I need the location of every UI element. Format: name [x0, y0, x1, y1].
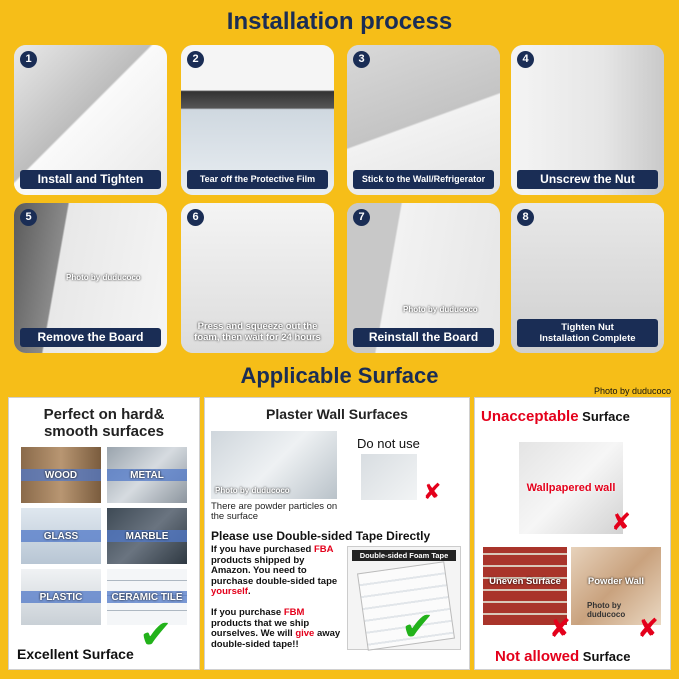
fbm-highlight: FBM: [283, 607, 305, 618]
tile-label: PLASTIC: [39, 591, 83, 603]
uneven-surface-photo: Uneven Surface: [483, 547, 567, 625]
step-caption: Press and squeeze out the foam, then wai…: [194, 321, 321, 343]
step-number: 4: [517, 51, 534, 68]
step-caption: Install and Tighten: [20, 170, 161, 189]
checkmark-icon: ✔: [401, 604, 435, 650]
tile-label: GLASS: [43, 530, 79, 542]
step-caption: Reinstall the Board: [353, 328, 494, 347]
unacceptable-surfaces-panel: Unacceptable Surface Wallpapered wall ✘ …: [474, 397, 671, 670]
uneven-label: Uneven Surface: [489, 576, 561, 587]
step-caption: Stick to the Wall/Refrigerator: [353, 170, 494, 189]
tile-marble: MARBLE: [107, 508, 187, 564]
x-mark-icon: ✘: [611, 508, 632, 536]
fbm-text-1: If you purchase: [211, 607, 284, 618]
fbm-text-3: away double-sided tape!!: [211, 628, 341, 650]
tile-label: CERAMIC TILE: [111, 591, 183, 603]
tile-wood: WOOD: [21, 447, 101, 503]
step-caption: Unscrew the Nut: [517, 170, 658, 189]
caption-line-2: Installation Complete: [539, 333, 636, 344]
photo-credit: Photo by duducoco: [66, 273, 141, 282]
panel-title: Plaster Wall Surfaces: [266, 406, 408, 422]
fba-text-1: If you have purchased: [211, 544, 314, 555]
step-4-card: 4 Unscrew the Nut: [511, 45, 664, 195]
panel-title: Unacceptable Surface: [481, 408, 630, 425]
wallpaper-photo: Wallpapered wall: [519, 442, 623, 534]
step-number: 6: [187, 209, 204, 226]
tile-label: WOOD: [44, 469, 78, 481]
fba-highlight: FBA: [313, 544, 334, 555]
fbm-note: If you purchase FBM products that we shi…: [211, 607, 343, 650]
step-caption: Tighten Nut Installation Complete: [517, 319, 658, 347]
page-title: Installation process: [226, 8, 453, 35]
plaster-wall-panel: Plaster Wall Surfaces Photo by duducoco …: [204, 397, 470, 670]
step-number: 3: [353, 51, 370, 68]
x-mark-icon: ✘: [423, 480, 442, 505]
step-7-card: 7 Photo by duducoco Reinstall the Board: [347, 203, 500, 353]
plaster-wall-photo: Photo by duducoco: [211, 431, 337, 499]
do-not-use-label: Do not use: [357, 436, 420, 451]
caption-line-1: Tighten Nut: [561, 322, 614, 333]
x-mark-icon: ✘: [637, 614, 659, 644]
photo-credit: Photo by duducoco: [593, 386, 671, 396]
hook-photo: [361, 454, 417, 500]
step-3-card: 3 Stick to the Wall/Refrigerator: [347, 45, 500, 195]
tape-heading: Please use Double-sided Tape Directly: [211, 529, 431, 543]
step-number: 8: [517, 209, 534, 226]
step-2-card: 2 Tear off the Protective Film: [181, 45, 334, 195]
footer-red: Not allowed: [495, 648, 580, 665]
tile-glass: GLASS: [21, 508, 101, 564]
tile-label: MARBLE: [125, 530, 169, 542]
photo-credit: Photo by duducoco: [215, 486, 290, 495]
checkmark-icon: ✔: [139, 612, 173, 658]
footer-black: Surface: [579, 649, 631, 664]
fba-text-2: products shipped by Amazon. You need to …: [211, 554, 338, 587]
step-caption: Tear off the Protective Film: [187, 170, 328, 189]
wallpaper-label: Wallpapered wall: [526, 482, 616, 494]
foam-tape-photo: Double-sided Foam Tape: [347, 546, 461, 651]
step-number: 2: [187, 51, 204, 68]
fba-highlight-2: yourself: [211, 586, 248, 598]
photo-credit: Photo by duducoco: [403, 305, 478, 314]
not-allowed-label: Not allowed Surface: [495, 648, 630, 665]
fba-note: If you have purchased FBA products shipp…: [211, 544, 343, 598]
tile-plastic: PLASTIC: [21, 569, 101, 625]
step-caption: Remove the Board: [20, 328, 161, 347]
panel-title: Perfect on hard& smooth surfaces: [43, 406, 165, 440]
x-mark-icon: ✘: [549, 614, 571, 644]
step-number: 1: [20, 51, 37, 68]
step-5-card: 5 Photo by duducoco Remove the Board: [14, 203, 167, 353]
excellent-surface-label: Excellent Surface: [17, 646, 134, 662]
fbm-highlight-2: give: [295, 628, 315, 640]
step-6-card: 6 Press and squeeze out the foam, then w…: [181, 203, 334, 353]
powder-note: There are powder particles on the surfac…: [211, 501, 338, 522]
section-title: Applicable Surface: [240, 363, 439, 388]
tape-label: Double-sided Foam Tape: [352, 550, 456, 561]
photo-credit: Photo by duducoco: [587, 601, 626, 619]
fbm-text-2: products that we ship ourselves. We will: [211, 617, 310, 640]
tile-label: METAL: [130, 469, 164, 481]
fba-text-3: .: [247, 586, 251, 598]
step-number: 7: [353, 209, 370, 226]
powder-label: Powder Wall: [587, 576, 645, 587]
title-red: Unacceptable: [481, 408, 579, 425]
powder-wall-photo: Powder Wall Photo by duducoco: [571, 547, 661, 625]
tile-ceramic: CERAMIC TILE: [107, 569, 187, 625]
tile-metal: METAL: [107, 447, 187, 503]
smooth-surfaces-panel: Perfect on hard& smooth surfaces WOOD ME…: [8, 397, 200, 670]
step-8-card: 8 Tighten Nut Installation Complete: [511, 203, 664, 353]
step-number: 5: [20, 209, 37, 226]
step-1-card: 1 Install and Tighten: [14, 45, 167, 195]
title-black: Surface: [578, 409, 630, 424]
